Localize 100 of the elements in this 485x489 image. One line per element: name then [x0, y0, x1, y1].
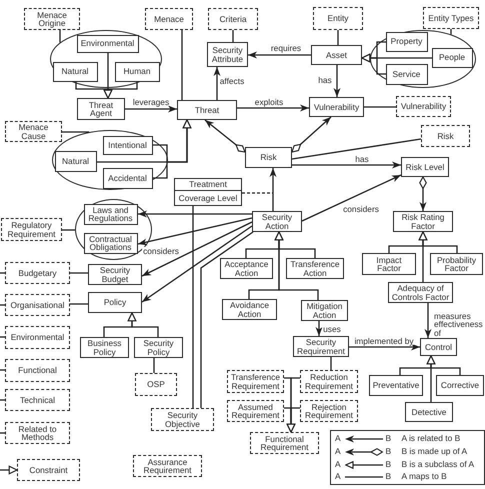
- connector-line: [192, 206, 194, 408]
- legend-letter: A: [335, 447, 341, 456]
- class-box: Accidental: [102, 168, 152, 188]
- attribute-label: Coverage Level: [178, 192, 238, 205]
- legend-letter: B: [386, 460, 392, 468]
- dashed-class-box: Entity: [313, 7, 363, 30]
- arrow: [334, 65, 340, 97]
- edge-label: measures effectiveness of: [434, 312, 484, 338]
- class-box: Contractual Obligations: [84, 232, 138, 254]
- class-box: Security Attribute: [207, 42, 248, 67]
- generalization-arrow: [286, 407, 300, 433]
- class-box: Mitigation Action: [301, 300, 348, 321]
- legend-letter: B: [386, 472, 392, 480]
- generalization-arrow: [418, 231, 428, 282]
- dashed-class-box: OSP: [135, 373, 177, 396]
- class-box: Preventative: [369, 375, 423, 396]
- class-box: Laws and Regulations: [84, 204, 138, 224]
- arrow: [138, 210, 252, 218]
- legend-letter: A: [335, 460, 341, 468]
- arrow: [424, 303, 432, 338]
- class-box: Acceptance Action: [220, 258, 273, 279]
- dashed-class-box: Criteria: [208, 8, 258, 30]
- class-box: Security Policy: [134, 337, 183, 358]
- edge-label: exploits: [254, 98, 284, 106]
- class-box: Risk Rating Factor: [393, 211, 453, 232]
- dashed-class-box: Organisational: [5, 294, 70, 316]
- dashed-class-box: Menace Origine: [24, 8, 80, 30]
- arrow: [237, 104, 309, 112]
- connector-line: [337, 30, 339, 45]
- class-box: Natural: [52, 62, 98, 82]
- dashed-class-box: Security Objective: [151, 408, 214, 431]
- class-box: Asset: [311, 45, 362, 65]
- connector-line: [330, 357, 332, 370]
- dashed-class-box: Budgetary: [5, 262, 70, 284]
- dashed-class-box: Vulnerability: [396, 96, 451, 117]
- aggregation-arrow: [204, 120, 246, 153]
- class-box: Environmental: [76, 34, 138, 52]
- edge-label: considers: [142, 246, 180, 256]
- connector-line: [62, 131, 90, 133]
- generalization-arrow: [426, 355, 436, 402]
- legend-text: B is made up of A: [402, 447, 468, 456]
- class-box: Corrective: [436, 375, 484, 396]
- legend-text: A maps to B: [402, 472, 447, 480]
- class-box: People: [432, 48, 472, 68]
- dashed-line: [242, 192, 273, 194]
- class-box: Security Budget: [88, 264, 142, 285]
- class-box: Intentional: [102, 136, 152, 154]
- edge-label: leverages: [132, 98, 170, 106]
- dashed-class-box: Functional: [5, 359, 70, 382]
- generalization-arrow: [0, 466, 18, 474]
- class-box: Human: [114, 62, 160, 82]
- grouping-ellipse: [50, 30, 162, 88]
- connector-line: [70, 303, 88, 305]
- class-box: Service: [386, 64, 428, 84]
- edge-label: uses: [322, 324, 342, 334]
- dashed-class-box: Technical: [5, 389, 70, 411]
- connector-line: [232, 30, 234, 42]
- arrow: [292, 162, 401, 168]
- arrow: [302, 174, 402, 222]
- edge-label: affects: [218, 76, 246, 86]
- generalization-arrow: [153, 119, 192, 179]
- generalization-arrow: [104, 82, 138, 99]
- class-box: Probability Factor: [430, 253, 483, 275]
- class-box: Policy: [88, 292, 142, 313]
- class-box: Property: [386, 32, 428, 52]
- connector-line: [364, 106, 396, 108]
- class-box: Natural: [54, 150, 96, 172]
- edge-label: implemented by: [353, 336, 415, 346]
- generalization-arrow: [128, 312, 159, 337]
- class-box: Avoidance Action: [222, 299, 277, 320]
- dashed-class-box: Menace Cause: [5, 121, 62, 142]
- dashed-class-box: Constraint: [17, 459, 80, 481]
- connector-line: [200, 231, 254, 408]
- dashed-class-box: Environmental: [5, 326, 70, 349]
- class-box: Impact Factor: [362, 253, 416, 275]
- connector-line: [292, 138, 422, 160]
- aggregation-arrow: [291, 116, 332, 153]
- class-box: [174, 178, 242, 206]
- class-box: Risk: [245, 147, 292, 168]
- dashed-class-box: Regulatory Requirement: [1, 218, 62, 241]
- generalization-arrow: [361, 54, 386, 75]
- legend-text: B is a subclass of A: [402, 460, 474, 468]
- legend-letter: B: [386, 434, 392, 442]
- arrow: [138, 217, 252, 246]
- grouping-ellipse: [52, 130, 168, 190]
- dashed-class-box: Risk: [421, 125, 470, 147]
- edge-label: requires: [270, 44, 302, 52]
- class-box: Transference Action: [286, 258, 344, 279]
- generalization-arrow: [274, 231, 319, 300]
- dashed-class-box: Reduction Requirement: [300, 370, 358, 393]
- dashed-class-box: Transference Requirement: [227, 370, 284, 393]
- connector-line: [59, 30, 61, 42]
- edge-label: has: [354, 154, 370, 164]
- class-box: Security Requirement: [293, 336, 349, 357]
- legend-letter: A: [335, 472, 341, 480]
- dashed-class-box: Rejection Requirement: [300, 400, 358, 422]
- arrow: [142, 221, 252, 277]
- arrow: [316, 321, 322, 336]
- arrow: [248, 52, 311, 58]
- class-name: Treatment: [175, 179, 241, 191]
